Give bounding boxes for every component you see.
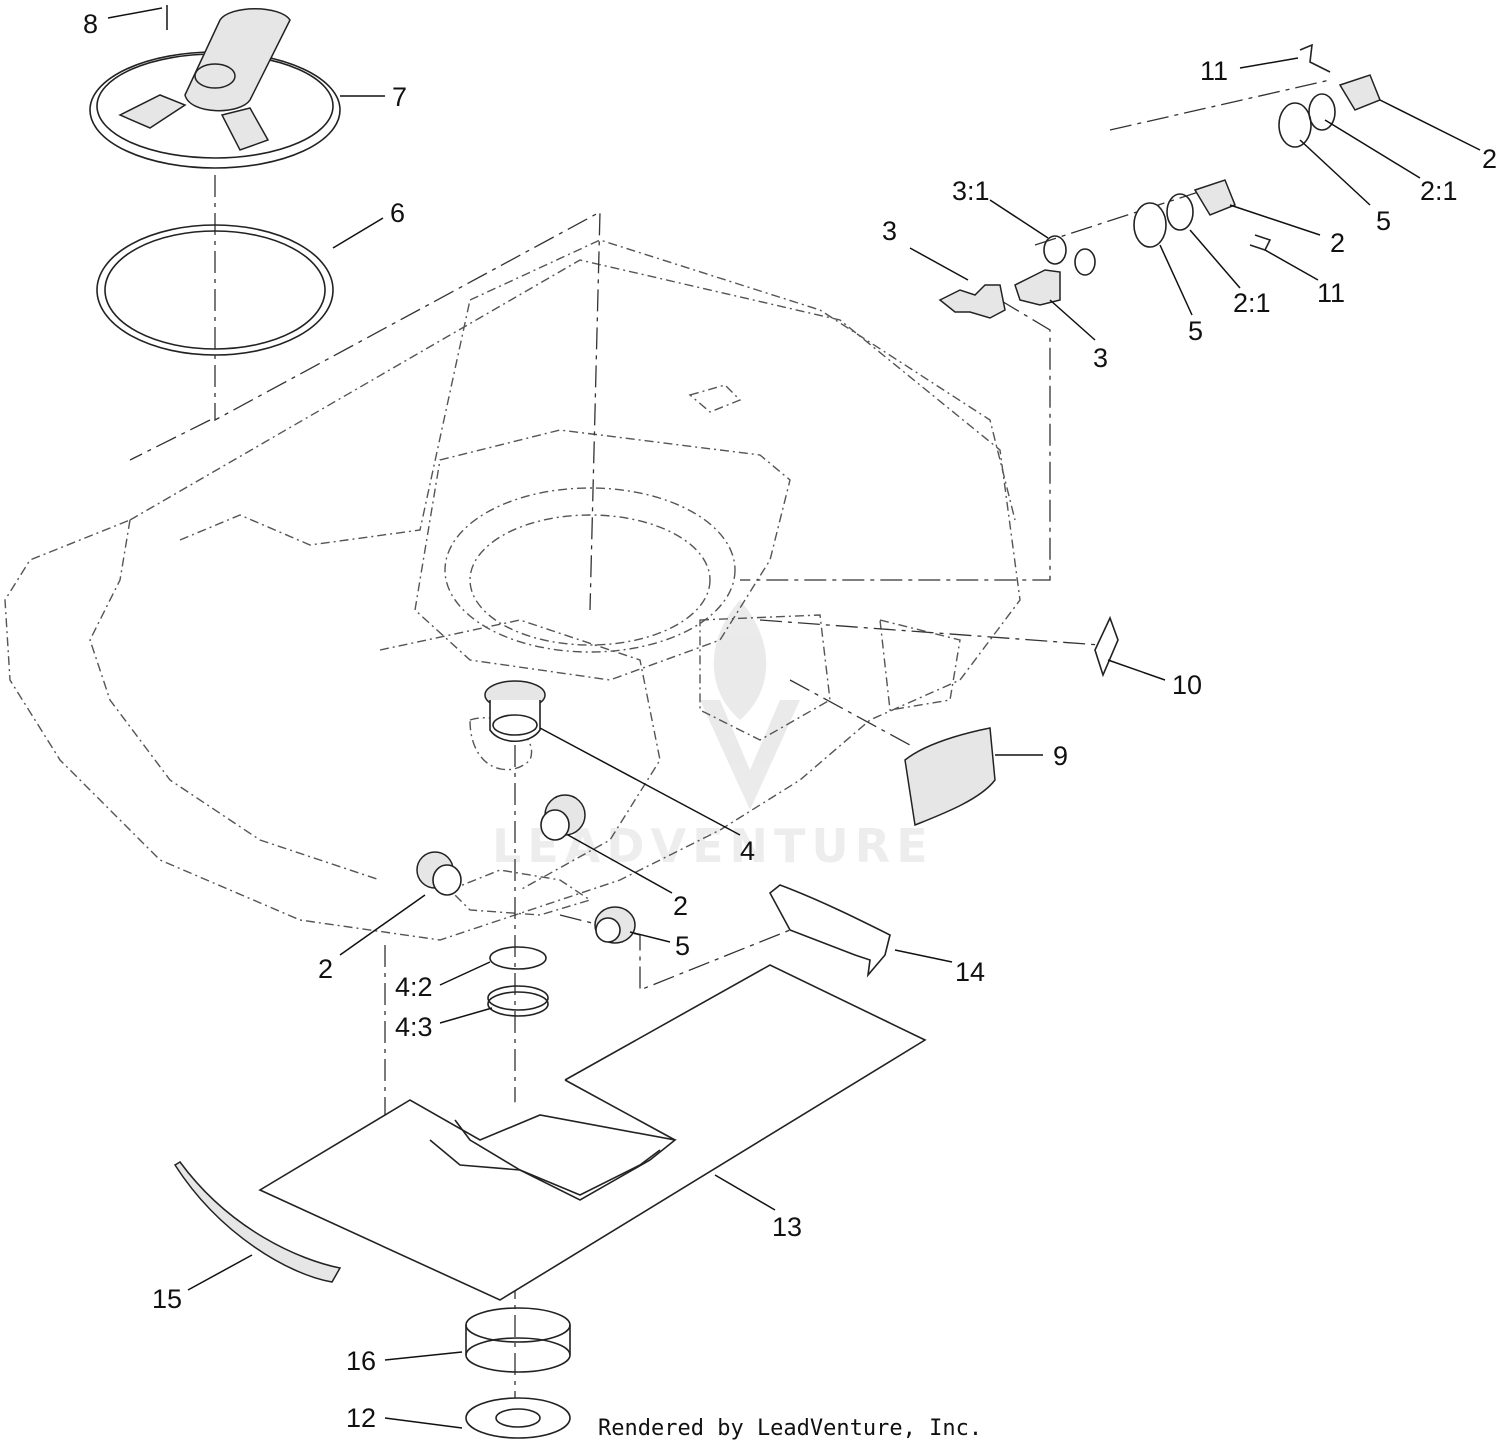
ring-part-5-lower <box>594 906 636 944</box>
decal-part-9 <box>904 727 996 827</box>
tank-body <box>4 239 1021 941</box>
fitting-part-4 <box>484 680 546 742</box>
callout-4: 4 <box>740 836 755 866</box>
callout-6: 6 <box>390 198 405 228</box>
pad-part-13 <box>258 964 927 1301</box>
callout-5-lower: 5 <box>675 931 690 961</box>
callout-12: 12 <box>346 1403 376 1433</box>
strip-part-15 <box>173 1161 342 1283</box>
decal-part-10 <box>1094 615 1119 678</box>
callout-4-2: 4:2 <box>395 972 433 1002</box>
callout-13: 13 <box>772 1212 802 1242</box>
callout-7: 7 <box>392 82 407 112</box>
callout-2-1-upper: 2:1 <box>1233 288 1271 318</box>
washer-part-12 <box>465 1397 571 1439</box>
callout-10: 10 <box>1172 670 1202 700</box>
callout-5-top: 5 <box>1376 206 1391 236</box>
strip-part-14 <box>768 884 891 978</box>
callout-2-upper: 2 <box>1330 228 1345 258</box>
callout-16: 16 <box>346 1346 376 1376</box>
callout-3-1: 3:1 <box>952 176 990 206</box>
callout-2-top: 2 <box>1482 144 1497 174</box>
callout-11-top: 11 <box>1200 56 1228 86</box>
callout-4-3: 4:3 <box>395 1012 433 1042</box>
callout-3-right: 3 <box>1093 343 1108 373</box>
fitting-part-2-left <box>416 851 462 896</box>
callout-14: 14 <box>955 957 985 987</box>
render-credit: Rendered by LeadVenture, Inc. <box>598 1416 983 1441</box>
leader-lines <box>107 7 1481 1429</box>
ring-part-4-3 <box>487 985 549 1017</box>
callout-8: 8 <box>83 9 98 39</box>
callout-9: 9 <box>1053 741 1068 771</box>
callout-2-middle: 2 <box>673 891 688 921</box>
watermark-logo <box>700 600 800 810</box>
fitting-part-2-middle <box>540 794 586 841</box>
callout-15: 15 <box>152 1284 182 1314</box>
callout-5-upper: 5 <box>1188 316 1203 346</box>
ring-part-16 <box>465 1307 571 1373</box>
callout-2-left: 2 <box>318 954 333 984</box>
callout-11-lower: 11 <box>1317 278 1345 308</box>
callout-3-left: 3 <box>882 216 897 246</box>
callout-2-1-top: 2:1 <box>1420 176 1458 206</box>
ring-part-4-2 <box>489 946 547 970</box>
gasket-part-6 <box>96 224 334 356</box>
callout-labels: 8 7 6 11 2 2:1 5 3:1 3 2 11 5 2:1 3 10 9… <box>83 9 1497 1433</box>
fitting-assembly-upper <box>938 43 1381 319</box>
lid-part-7 <box>89 8 341 169</box>
